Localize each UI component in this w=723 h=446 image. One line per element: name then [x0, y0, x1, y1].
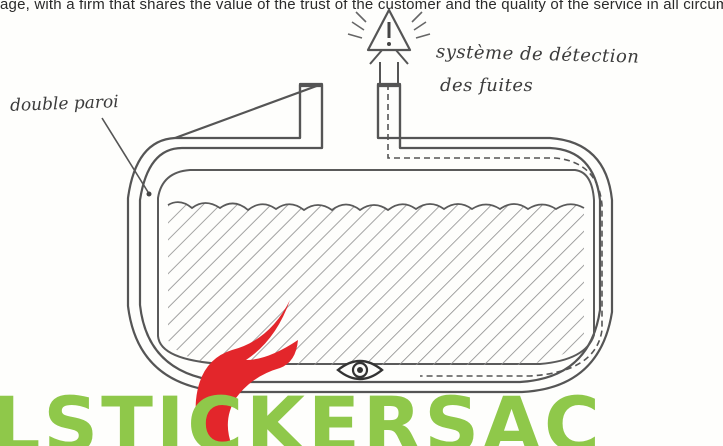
brand-banner: LSTICKERSAC [0, 394, 723, 446]
brand-banner-text: LSTICKERSAC [0, 394, 603, 446]
fill-pipe [300, 86, 322, 148]
detection-system-label-2: des fuites [440, 75, 533, 96]
double-wall-label: double paroi [10, 92, 119, 116]
up-arrow [380, 62, 398, 84]
liquid-hatching [150, 190, 600, 370]
double-wall-leader [102, 118, 148, 192]
warning-triangle-icon [348, 10, 430, 50]
